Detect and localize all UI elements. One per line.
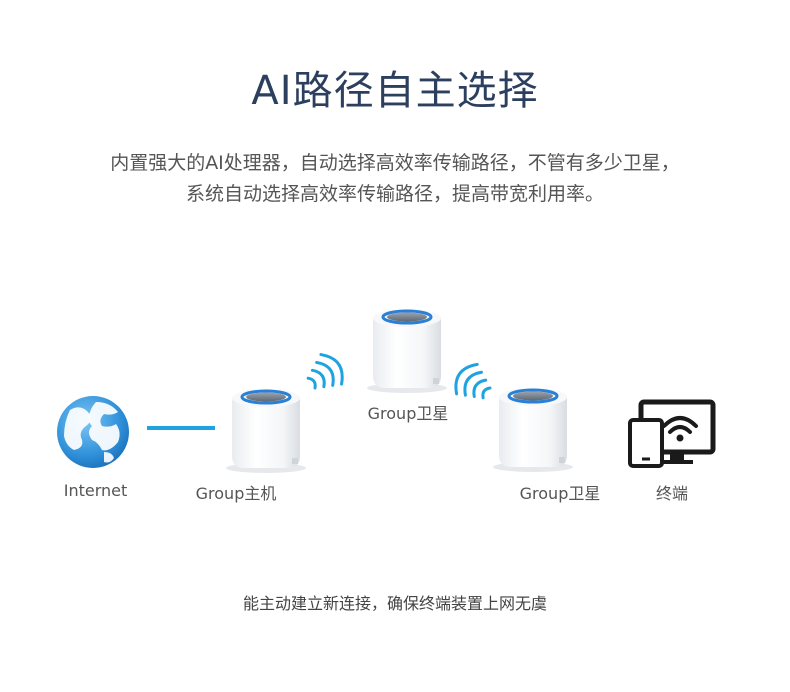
label-internet: Internet xyxy=(63,481,128,500)
satellite-top-icon xyxy=(365,307,449,395)
description-line-1: 内置强大的AI处理器，自动选择高效率传输路径，不管有多少卫星， xyxy=(110,152,680,174)
satellite-right-icon xyxy=(491,386,575,474)
wifi-signal-icon-left xyxy=(299,347,351,400)
monitor-tablet-wifi-icon xyxy=(628,399,716,468)
label-satellite-right: Group卫星 xyxy=(519,484,601,503)
main-router-icon xyxy=(224,387,308,475)
label-terminal: 终端 xyxy=(655,484,688,503)
description: 内置强大的AI处理器，自动选择高效率传输路径，不管有多少卫星， 系统自动选择高效… xyxy=(0,148,790,210)
description-line-2: 系统自动选择高效率传输路径，提高带宽利用率。 xyxy=(185,183,604,205)
globe-icon xyxy=(57,396,129,468)
page-title: AI路径自主选择 xyxy=(251,68,539,114)
label-main-router: Group主机 xyxy=(195,484,277,503)
footer-caption: 能主动建立新连接，确保终端装置上网无虞 xyxy=(242,594,547,613)
label-satellite-top: Group卫星 xyxy=(367,404,449,423)
